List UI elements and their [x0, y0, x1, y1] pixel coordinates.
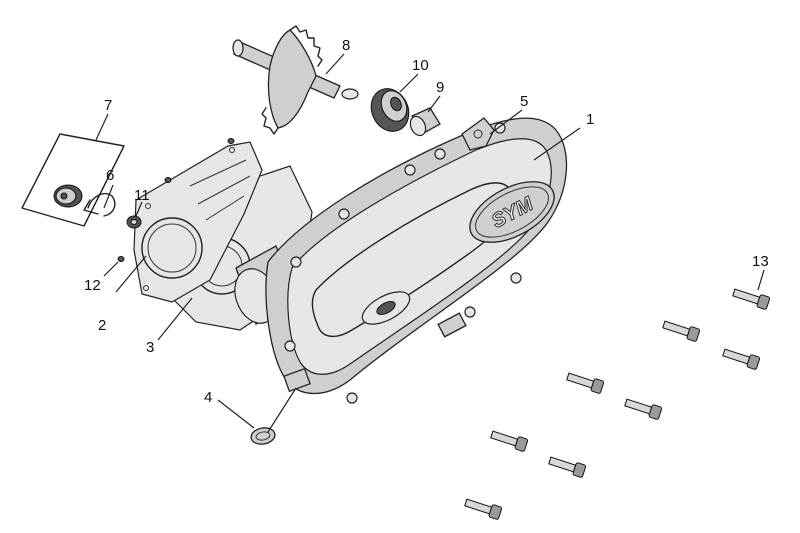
part-12-dowel-pin	[117, 256, 125, 262]
callout-3: 3	[146, 339, 154, 356]
bolt	[722, 348, 761, 370]
part-6-spring-clip	[83, 192, 116, 217]
part-13-bolt-set	[464, 288, 771, 520]
callout-2: 2	[98, 317, 106, 334]
bolt	[662, 320, 701, 342]
bolt	[732, 288, 771, 310]
part-5-bracket	[461, 117, 495, 151]
part-7-assembly-group	[21, 133, 125, 227]
part-7-starter-gear	[53, 184, 83, 208]
callout-9: 9	[436, 79, 444, 96]
part-10-oil-seal	[370, 88, 410, 132]
callout-11: 11	[134, 187, 150, 204]
callout-10: 10	[412, 57, 429, 74]
bolt	[624, 398, 663, 420]
part-2-cover-gasket	[133, 141, 263, 303]
callout-13: 13	[752, 253, 769, 270]
bolt	[548, 456, 587, 478]
part-11-washer	[126, 215, 142, 229]
cover-edge-bolt-bosses	[284, 122, 522, 404]
callout-4: 4	[204, 389, 212, 406]
callout-6: 6	[106, 167, 114, 184]
part-4-plug-cap	[250, 427, 276, 445]
part-8-kick-shaft-gear	[232, 25, 359, 135]
callout-7: 7	[104, 97, 112, 114]
callout-12: 12	[84, 277, 101, 294]
bolt	[464, 498, 503, 520]
bolt	[490, 430, 529, 452]
callout-5: 5	[520, 93, 528, 110]
dowel-pin-upper	[164, 138, 235, 183]
part-9-bushing	[409, 107, 441, 137]
callout-1: 1	[586, 111, 594, 128]
callout-labels: 1 2 3 4 5 6 7 8 9 10 11 12 13	[84, 37, 769, 406]
leader-lines	[95, 53, 765, 433]
bolt	[566, 372, 605, 394]
callout-8: 8	[342, 37, 350, 54]
part-1-left-crankcase-cover: SYM	[265, 117, 568, 404]
